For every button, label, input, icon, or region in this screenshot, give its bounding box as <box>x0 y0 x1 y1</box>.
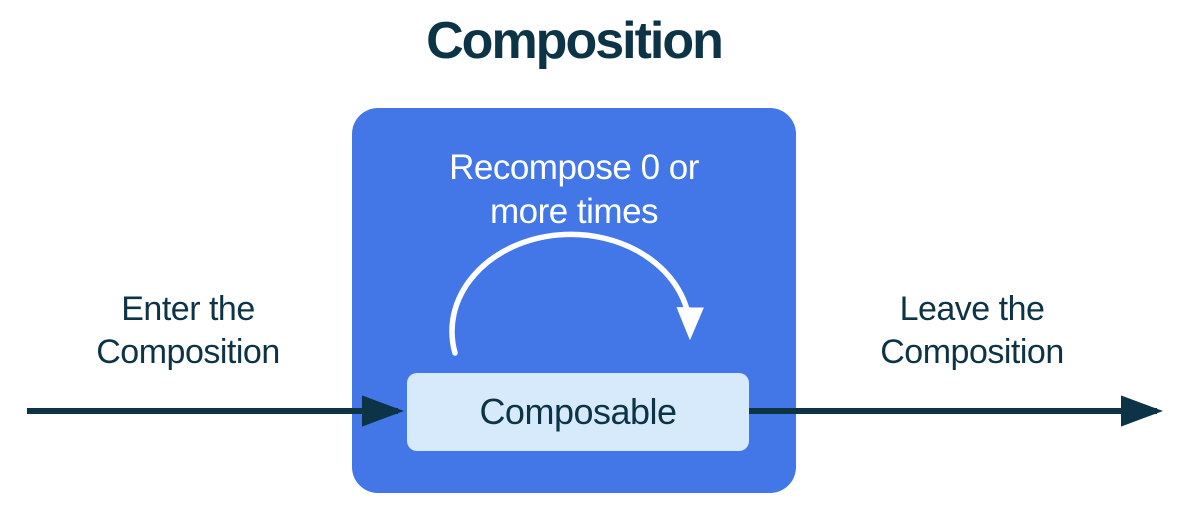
diagram-title: Composition <box>426 12 724 70</box>
composable-label: Composable <box>479 391 677 432</box>
recompose-label: Recompose 0 or more times <box>449 148 699 231</box>
enter-composition-label: Enter the Composition <box>96 290 280 371</box>
composable-box: Composable <box>407 373 749 451</box>
recompose-arrow-icon <box>449 231 704 356</box>
leave-composition-label: Leave the Composition <box>880 290 1064 371</box>
